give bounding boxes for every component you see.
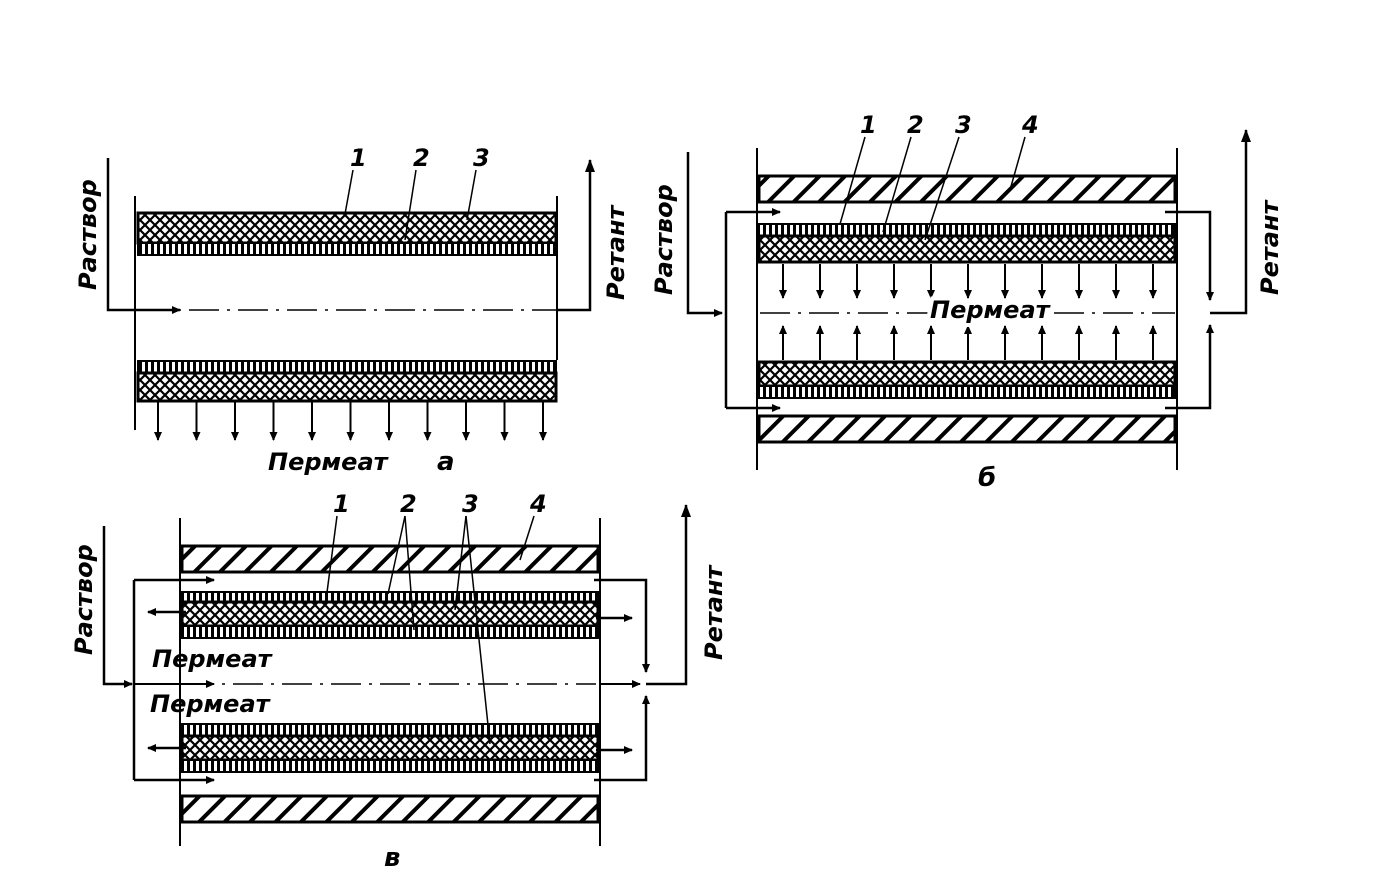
panel-b-outlet-arrow (1210, 129, 1251, 315)
panel-v-top-membrane (180, 591, 600, 639)
panel-b-outlet-label: Ретант (1256, 198, 1284, 295)
panel-v-bottom-membrane (180, 723, 600, 773)
panel-a-caption: а (437, 447, 455, 477)
panel-a-bottom-membrane (136, 360, 558, 403)
panel-b-label-4: 4 (1021, 111, 1039, 139)
panel-a-outlet-arrow (556, 159, 595, 312)
panel-b-permeate-arrows (779, 264, 1157, 360)
panel-v-outlet-arrow (646, 504, 691, 686)
panel-v-outlet-label: Ретант (700, 563, 728, 660)
panel-b-inlet-arrow (686, 152, 723, 317)
panel-v-permeate-top-label: Пермеат (152, 645, 274, 673)
panel-v: Пермеат Пермеат 1 2 3 4 Раствор Ретант в (70, 490, 728, 873)
panel-a-label-2: 2 (413, 144, 430, 172)
panel-v-housing-bottom (180, 794, 600, 824)
panel-v-label-1: 1 (333, 490, 350, 518)
panel-b-inlet-label: Раствор (650, 184, 678, 295)
panel-b-label-3: 3 (955, 111, 972, 139)
panel-a-inlet-label: Раствор (74, 179, 102, 290)
panel-b-caption: б (978, 463, 996, 493)
panel-a-permeate-label: Пермеат (268, 448, 390, 476)
panel-b-label-1: 1 (860, 111, 877, 139)
panel-v-label-4: 4 (529, 490, 547, 518)
panel-v-label-2: 2 (400, 490, 417, 518)
panel-v-housing-top (180, 544, 600, 574)
panel-b-permeate-label: Пермеат (930, 296, 1052, 324)
panel-b: Пермеат 1 2 3 4 Раствор Ретант б (650, 111, 1284, 493)
panel-v-inlet-arrow (102, 526, 133, 688)
panel-v-caption: в (384, 843, 400, 873)
panel-b-housing-bottom (757, 414, 1177, 444)
panel-v-label-3: 3 (462, 490, 479, 518)
panel-b-housing-top (757, 174, 1177, 204)
panel-a: 1 2 3 Раствор Ретант Пермеат а (74, 144, 630, 477)
panel-a-label-3: 3 (473, 144, 490, 172)
panel-b-bottom-membrane (757, 360, 1177, 399)
panel-b-label-2: 2 (907, 111, 924, 139)
panel-v-inlet-label: Раствор (70, 544, 98, 655)
panel-a-top-membrane (136, 211, 558, 256)
panel-a-label-1: 1 (350, 144, 367, 172)
panel-a-permeate-arrows (154, 401, 547, 441)
panel-a-inlet-arrow (106, 158, 181, 314)
panel-b-top-membrane (757, 223, 1177, 264)
panel-a-outlet-label: Ретант (602, 203, 630, 300)
panel-v-permeate-bottom-label: Пермеат (150, 690, 272, 718)
